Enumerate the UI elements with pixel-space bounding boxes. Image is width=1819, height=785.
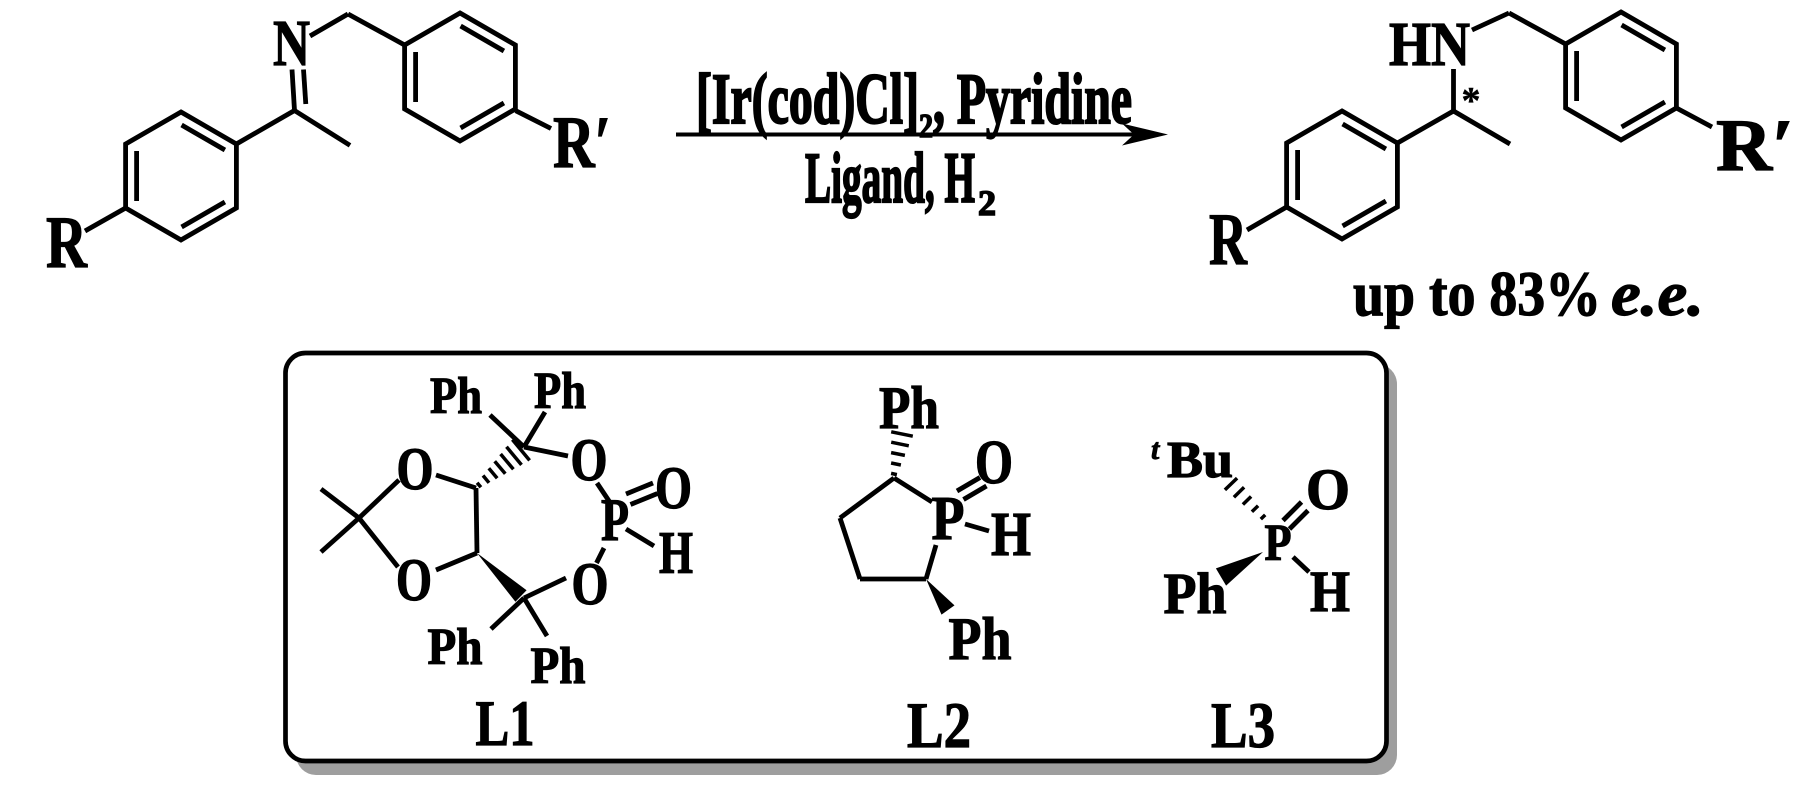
svg-text:Ph: Ph bbox=[531, 638, 586, 695]
svg-text:Ph: Ph bbox=[428, 619, 483, 676]
svg-text:L1: L1 bbox=[476, 688, 535, 760]
svg-text:O: O bbox=[655, 455, 692, 521]
svg-text:L2: L2 bbox=[907, 690, 971, 762]
svg-text:Ph: Ph bbox=[949, 606, 1012, 672]
svg-text:Ligand, H: Ligand, H bbox=[805, 138, 975, 218]
svg-text:2: 2 bbox=[919, 108, 933, 145]
svg-text:Ph: Ph bbox=[879, 375, 939, 441]
svg-text:2: 2 bbox=[978, 183, 996, 223]
svg-text:L3: L3 bbox=[1211, 690, 1275, 762]
svg-text:Bu: Bu bbox=[1167, 432, 1233, 489]
svg-text:R′: R′ bbox=[1716, 105, 1794, 187]
svg-text:O: O bbox=[1306, 457, 1350, 522]
svg-text:Ph: Ph bbox=[534, 363, 586, 420]
svg-text:O: O bbox=[396, 547, 432, 613]
svg-text:H: H bbox=[991, 501, 1031, 569]
svg-text:H: H bbox=[1310, 559, 1350, 624]
svg-text:O: O bbox=[975, 429, 1013, 497]
svg-text:t: t bbox=[1151, 433, 1161, 466]
svg-text:O: O bbox=[572, 551, 609, 617]
svg-text:R: R bbox=[46, 202, 88, 284]
svg-text:[Ir(cod)Cl]: [Ir(cod)Cl] bbox=[696, 59, 919, 139]
svg-text:up to 83%: up to 83% bbox=[1353, 259, 1601, 329]
svg-text:e.e.: e.e. bbox=[1611, 259, 1704, 329]
svg-text:P: P bbox=[1265, 515, 1292, 572]
svg-text:Ph: Ph bbox=[430, 368, 482, 425]
svg-text:H: H bbox=[659, 520, 693, 586]
svg-text:O: O bbox=[571, 427, 608, 493]
svg-text:, Pyridine: , Pyridine bbox=[933, 59, 1132, 139]
svg-text:*: * bbox=[1462, 80, 1481, 122]
svg-text:P: P bbox=[932, 485, 965, 553]
svg-text:O: O bbox=[397, 436, 434, 502]
svg-text:Ph: Ph bbox=[1164, 561, 1227, 626]
svg-text:R′: R′ bbox=[553, 102, 611, 184]
svg-text:HN: HN bbox=[1389, 11, 1470, 79]
svg-text:N: N bbox=[273, 7, 310, 80]
svg-text:R: R bbox=[1209, 199, 1248, 281]
